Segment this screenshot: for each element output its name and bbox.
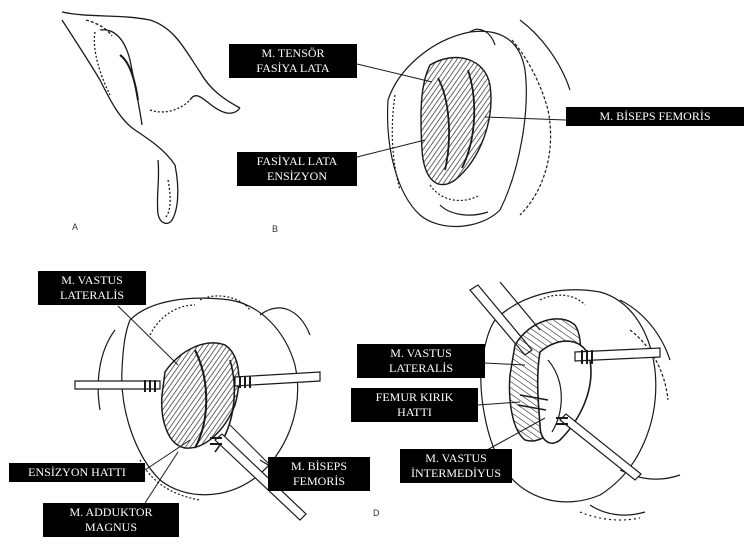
leader-incision-line bbox=[145, 440, 190, 470]
panel-letter-a: A bbox=[72, 222, 78, 232]
label-biceps-femoris-c: M. BİSEPS FEMORİS bbox=[268, 457, 370, 491]
panel-d-drawing bbox=[470, 282, 680, 520]
label-femur-fracture-line: FEMUR KIRIK HATTI bbox=[351, 388, 478, 422]
label-fascial-lata-incision: FASİYAL LATA ENSİZYON bbox=[237, 152, 357, 186]
label-tensor-fascia-lata: M. TENSÖR FASİYA LATA bbox=[229, 44, 357, 78]
leader-vastus-lat-c bbox=[118, 306, 178, 365]
label-vastus-lateralis-c: M. VASTUS LATERALİS bbox=[38, 271, 146, 305]
label-incision-line: ENSİZYON HATTI bbox=[9, 463, 145, 482]
label-biceps-femoris-b: M. BİSEPS FEMORİS bbox=[566, 107, 744, 126]
panel-letter-d: D bbox=[373, 508, 380, 518]
label-vastus-intermedius: M. VASTUS İNTERMEDİYUS bbox=[400, 449, 512, 483]
panel-a-drawing bbox=[62, 12, 240, 223]
panel-letter-b: B bbox=[272, 224, 278, 234]
leader-adductor bbox=[145, 452, 178, 503]
leader-tensor bbox=[357, 64, 432, 82]
label-vastus-lateralis-d: M. VASTUS LATERALİS bbox=[357, 344, 485, 378]
panel-b-drawing bbox=[388, 20, 570, 226]
label-adductor-magnus: M. ADDUKTOR MAGNUS bbox=[43, 503, 179, 537]
